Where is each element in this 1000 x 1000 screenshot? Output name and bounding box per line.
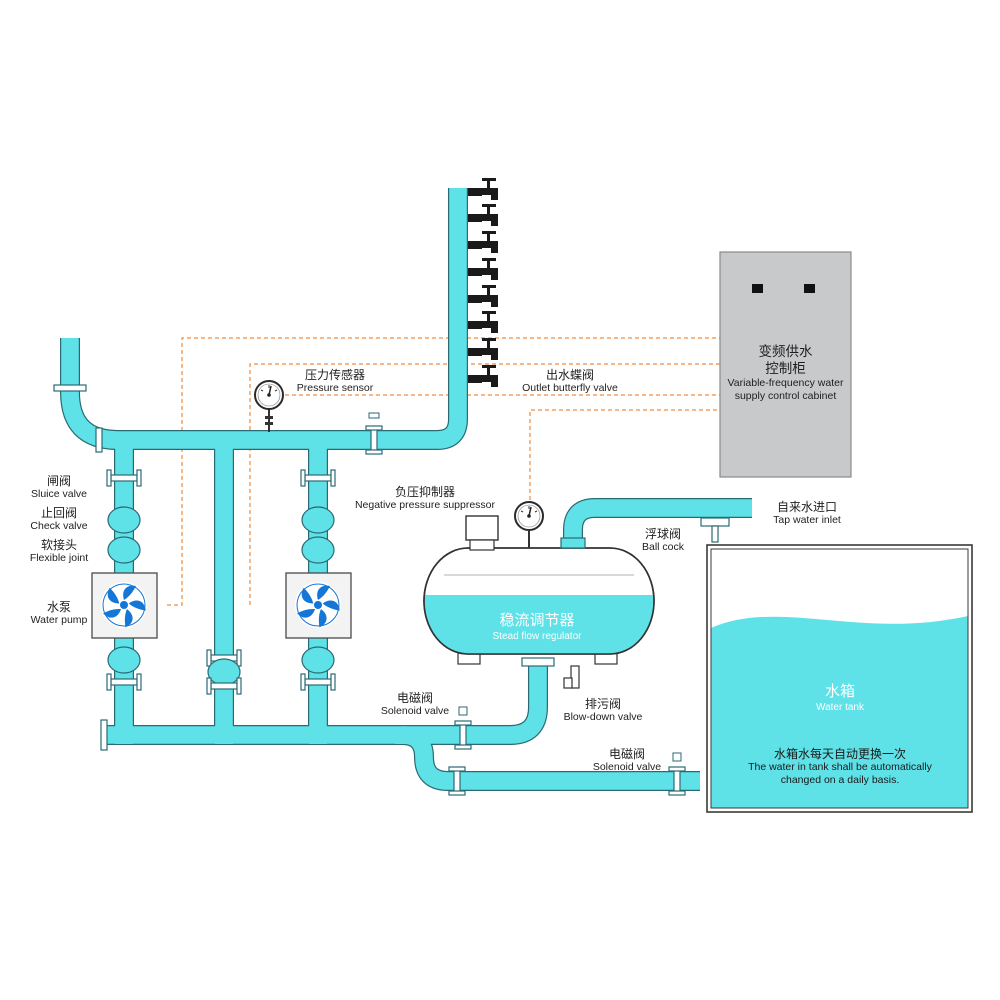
bypass-pipe [206, 649, 242, 695]
control-cabinet-label: 变频供水 控制柜 Variable-frequency water supply… [727, 344, 844, 402]
control-signal-lines [167, 337, 722, 606]
pressure-gauge-icon [514, 501, 544, 531]
riser-faucets [468, 178, 498, 387]
water-tank [706, 544, 973, 813]
pump-impeller-icon [100, 581, 148, 629]
outlet-butterfly-valve [365, 412, 383, 455]
water-faucet-icon [468, 311, 498, 333]
pump-impeller-icon [294, 581, 342, 629]
water-faucet-icon [468, 258, 498, 280]
pressure-sensor [254, 380, 284, 432]
flange-icon [100, 719, 108, 751]
flange-icon [95, 427, 103, 453]
solenoid-valve-2 [448, 752, 686, 796]
water-faucet-icon [468, 231, 498, 253]
flange-icon [53, 384, 87, 392]
solenoid-valve-1 [454, 706, 472, 750]
pump-column-1 [91, 469, 158, 691]
pipe-end-caps [53, 384, 108, 751]
control-cabinet [719, 251, 852, 478]
pump-column-2 [285, 469, 352, 691]
steady-flow-regulator [423, 501, 655, 689]
pressure-gauge-icon [254, 380, 284, 410]
flexible-joint [107, 536, 141, 564]
tank-note-label: 水箱水每天自动更换一次 The water in tank shall be a… [748, 747, 932, 787]
check-valve [107, 506, 141, 534]
water-faucet-icon [468, 285, 498, 307]
ball-cock-valve [700, 517, 730, 543]
water-faucet-icon [468, 204, 498, 226]
water-faucet-icon [468, 338, 498, 360]
water-faucet-icon [468, 178, 498, 200]
water-faucet-icon [468, 365, 498, 387]
